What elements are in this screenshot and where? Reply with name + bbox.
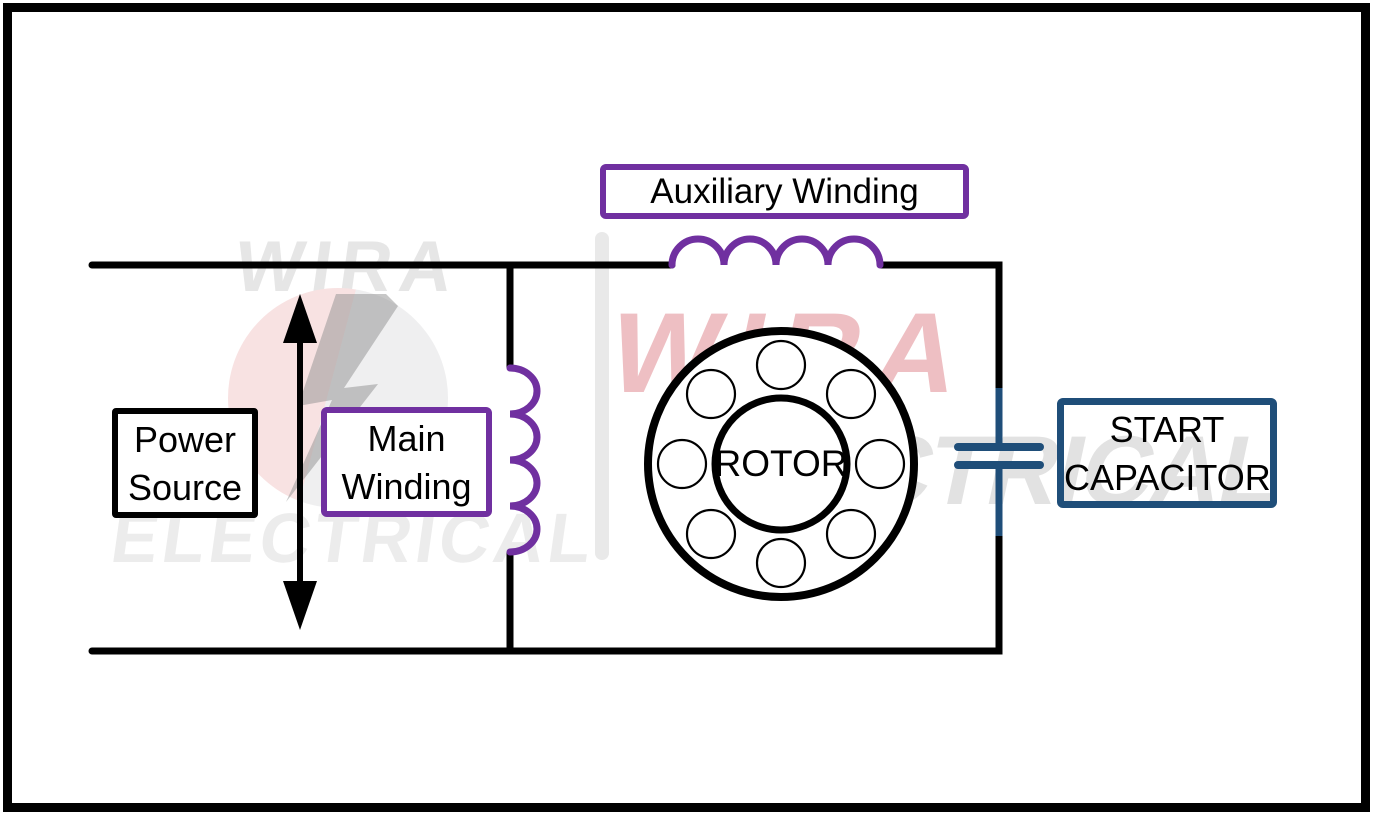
diagram-frame <box>3 3 1370 812</box>
auxiliary-winding-coil-icon <box>668 235 884 269</box>
watermark-divider-bar <box>595 232 609 560</box>
rotor-bearing <box>825 508 877 560</box>
power-source-line1: Power <box>133 419 237 460</box>
main-winding-label-box: Main Winding <box>321 407 492 517</box>
start-capacitor-label-box: START CAPACITOR <box>1057 398 1277 508</box>
wire-top-right <box>880 261 1003 390</box>
auxiliary-winding-label: Auxiliary Winding <box>650 172 919 211</box>
power-source-label-box: Power Source <box>112 408 258 518</box>
rotor-bearing <box>755 339 807 391</box>
rotor-bearing <box>755 537 807 589</box>
power-source-line2: Source <box>127 467 243 508</box>
main-winding-line1: Main <box>367 418 446 459</box>
start-capacitor-line1: START <box>1109 409 1225 450</box>
main-winding-line2: Winding <box>341 466 472 507</box>
rotor-bearing <box>685 508 737 560</box>
rotor-bearing <box>825 368 877 420</box>
wire-bottom <box>88 530 1003 655</box>
auxiliary-winding-label-box: Auxiliary Winding <box>600 164 969 219</box>
rotor-bearing <box>685 368 737 420</box>
arrow-up-icon <box>283 294 317 343</box>
logo-bolt-icon <box>286 294 398 502</box>
rotor-bearing <box>656 438 708 490</box>
rotor-bearing <box>854 438 906 490</box>
arrow-down-icon <box>283 581 317 630</box>
start-capacitor-line2: CAPACITOR <box>1064 457 1271 498</box>
rotor-bearings <box>656 339 906 589</box>
rotor-label: ROTOR <box>714 443 848 484</box>
rotor-inner-circle <box>711 394 851 534</box>
main-winding-coil-icon <box>506 364 541 556</box>
